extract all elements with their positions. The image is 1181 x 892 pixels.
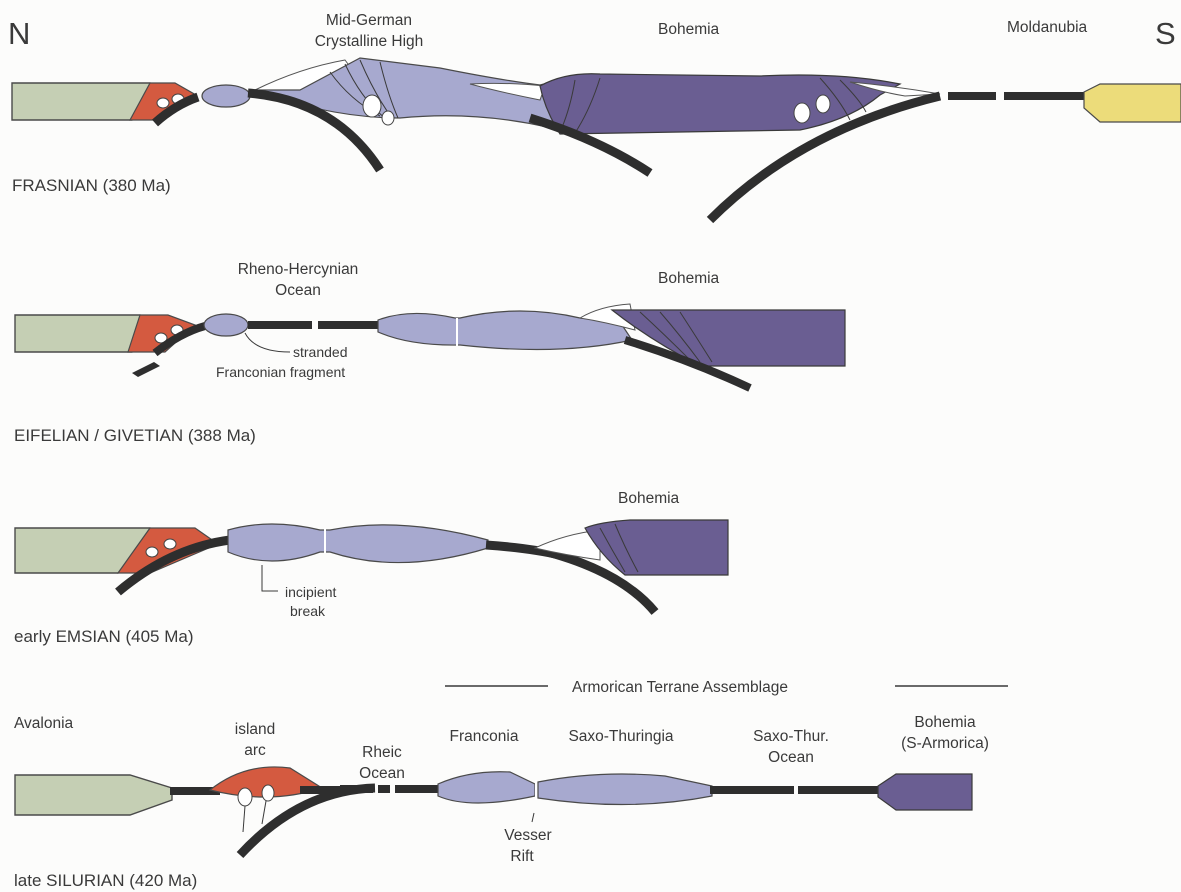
silurian-title: late SILURIAN (420 Ma)	[14, 871, 197, 890]
eifelian-ocean-label: Ocean	[275, 282, 321, 299]
silurian-pluton-stem	[262, 801, 266, 824]
silurian-saxo-thuringia-block	[538, 774, 712, 805]
frasnian-franconian-fragment	[202, 85, 250, 107]
eifelian-ocean-label: Rheno-Hercynian	[238, 261, 359, 278]
emsian-armorican-block	[228, 524, 488, 563]
early-emsian-section: Bohemia incipient break early EMSIAN (40…	[14, 490, 728, 646]
emsian-break-leader	[262, 565, 278, 591]
frasnian-mid-german-label: Mid-German	[326, 12, 412, 29]
silurian-franconia-label: Franconia	[450, 728, 519, 745]
north-label: N	[8, 16, 30, 51]
emsian-break-label: break	[290, 603, 326, 619]
frasnian-section: Mid-German Crystalline High Bohemia Mold…	[12, 12, 1181, 220]
eifelian-givetian-section: Rheno-Hercynian Ocean Bohemia stranded F…	[14, 261, 845, 445]
silurian-pluton-stem	[243, 806, 245, 832]
silurian-vesser-rift-label: Vesser	[504, 827, 551, 844]
silurian-saxo-thuringia-label: Saxo-Thuringia	[568, 728, 673, 745]
silurian-slab-rheic	[240, 788, 375, 855]
frasnian-pluton	[363, 95, 381, 117]
emsian-title: early EMSIAN (405 Ma)	[14, 627, 194, 646]
frasnian-mid-german-label: Crystalline High	[315, 33, 424, 50]
silurian-bohemia-label: (S-Armorica)	[901, 735, 989, 752]
silurian-rheic-label: Rheic	[362, 744, 402, 761]
eifelian-fragment-label: Franconian fragment	[216, 364, 345, 380]
late-silurian-section: Armorican Terrane Assemblage Avalonia is…	[14, 679, 1008, 890]
eifelian-bohemia-label: Bohemia	[658, 270, 720, 287]
silurian-avalonia-label: Avalonia	[14, 715, 74, 732]
silurian-pluton	[262, 785, 274, 801]
emsian-pluton	[164, 539, 176, 549]
frasnian-pluton	[816, 95, 830, 113]
emsian-pluton	[146, 547, 158, 557]
silurian-avalonia-block	[15, 775, 172, 815]
eifelian-fragment-leader	[245, 333, 290, 352]
silurian-assemblage-label: Armorican Terrane Assemblage	[572, 679, 788, 696]
silurian-vesser-rift-label: Rift	[510, 848, 534, 865]
frasnian-title: FRASNIAN (380 Ma)	[12, 176, 171, 195]
silurian-pluton	[238, 788, 252, 806]
emsian-bohemia-label: Bohemia	[618, 490, 680, 507]
silurian-bohemia-label: Bohemia	[914, 714, 976, 731]
eifelian-fragment-label: stranded	[293, 344, 347, 360]
frasnian-pluton	[794, 103, 810, 123]
silurian-island-arc-label: island	[235, 721, 276, 738]
frasnian-pluton	[382, 111, 394, 125]
frasnian-moldanubia-label: Moldanubia	[1007, 19, 1088, 36]
silurian-rift-leader	[532, 813, 534, 822]
eifelian-stranded-franconian-fragment	[204, 314, 248, 336]
emsian-break-label: incipient	[285, 584, 336, 600]
eifelian-detached-slab	[132, 362, 160, 377]
frasnian-bohemia-label: Bohemia	[658, 21, 720, 38]
silurian-saxo-thur-ocean-label: Ocean	[768, 749, 814, 766]
silurian-island-arc-label: arc	[244, 742, 266, 759]
south-label: S	[1155, 16, 1176, 51]
silurian-franconia-block	[438, 772, 535, 803]
frasnian-pluton	[157, 98, 169, 108]
eifelian-title: EIFELIAN / GIVETIAN (388 Ma)	[14, 426, 256, 445]
silurian-rheic-label: Ocean	[359, 765, 405, 782]
emsian-bohemia-block	[585, 520, 728, 575]
silurian-saxo-thur-ocean-label: Saxo-Thur.	[753, 728, 829, 745]
frasnian-moldanubia-block	[1084, 84, 1181, 122]
silurian-bohemia-block	[878, 774, 972, 810]
